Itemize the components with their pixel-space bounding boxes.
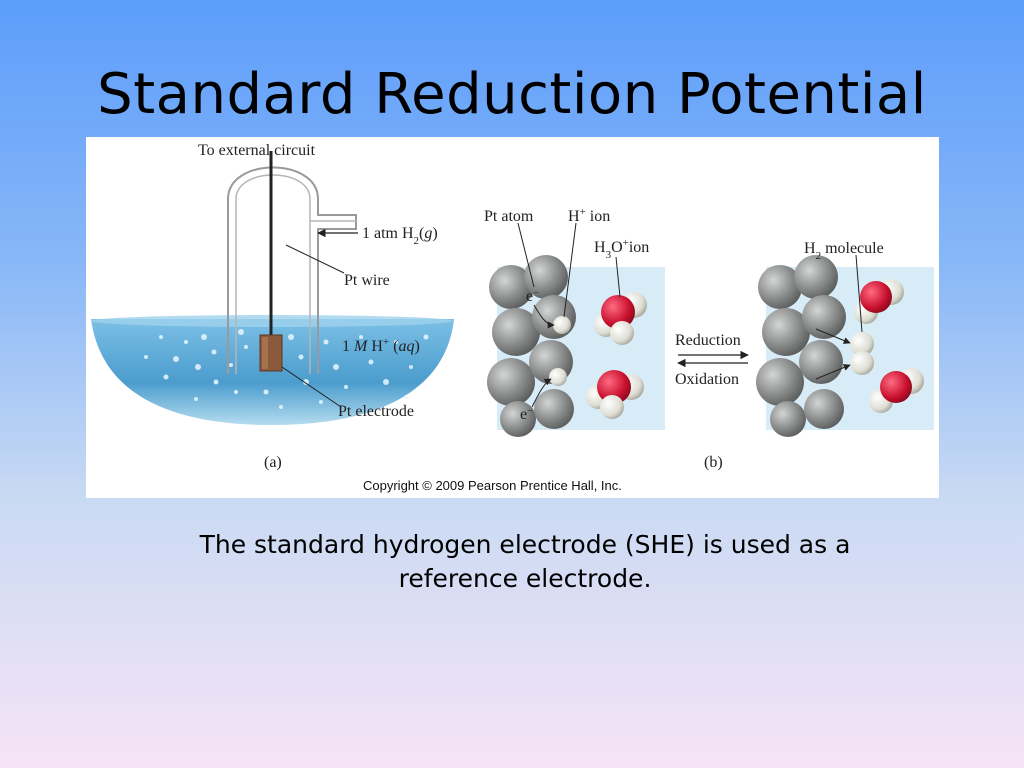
label-reduction: Reduction	[675, 332, 741, 349]
label-h3o-ion: H3O+ion	[594, 237, 649, 261]
label-pt-electrode: Pt electrode	[338, 403, 414, 420]
h3o-molecule-bottom	[586, 370, 644, 419]
label-solution: 1 M H+ (aq)	[342, 336, 420, 355]
she-diagram: To external circuit 1 atm H2(g) Pt wire …	[86, 137, 939, 498]
label-h-ion: H+ ion	[568, 206, 610, 225]
label-to-external-circuit: To external circuit	[198, 142, 316, 159]
label-h2-molecule: H2 molecule	[804, 240, 884, 262]
pt-surface-right	[756, 255, 846, 437]
h-ion-top	[553, 316, 571, 334]
label-h2-gas: 1 atm H2(g)	[362, 225, 438, 247]
panel-b-label: (b)	[704, 454, 723, 471]
label-oxidation: Oxidation	[675, 371, 739, 388]
h2o-molecule-bottom	[869, 368, 924, 413]
panel-a-label: (a)	[264, 454, 282, 471]
h-ion-bottom	[549, 368, 567, 386]
copyright: Copyright © 2009 Pearson Prentice Hall, …	[363, 478, 622, 493]
electron-label-top: e−	[526, 288, 539, 306]
slide-title: Standard Reduction Potential	[97, 62, 927, 127]
bubbles	[144, 329, 429, 409]
caption-line-1: The standard hydrogen electrode (SHE) is…	[199, 530, 851, 559]
h2-molecule	[850, 332, 874, 375]
electron-label-bottom: e−	[520, 406, 533, 424]
label-pt-wire: Pt wire	[344, 272, 390, 289]
panel-a: To external circuit 1 atm H2(g) Pt wire …	[91, 142, 454, 471]
slide-caption: The standard hydrogen electrode (SHE) is…	[120, 528, 930, 596]
solution-bowl	[91, 319, 454, 425]
caption-line-2: reference electrode.	[398, 564, 652, 593]
glass-tube	[227, 166, 357, 374]
panel-b: e− e− Pt atom H+ ion H3O+ion Reduction O…	[484, 206, 934, 471]
h3o-molecule-top	[594, 292, 647, 345]
h2o-molecule-top	[854, 279, 904, 324]
label-pt-atom: Pt atom	[484, 208, 534, 225]
